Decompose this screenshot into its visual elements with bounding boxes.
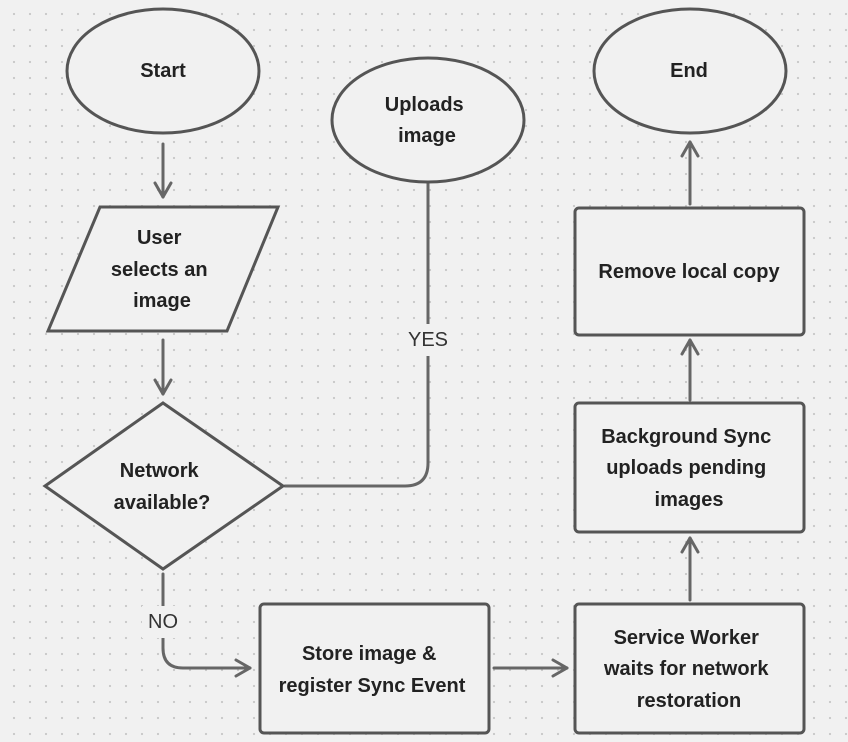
uploads-line-1: Uploads — [385, 94, 464, 116]
background-sync-line-2: uploads pending — [606, 457, 766, 479]
edge-label-yes: YES — [402, 324, 454, 356]
select-image-line-2: selects an — [111, 259, 208, 281]
service-worker-line-1: Service Worker — [614, 627, 759, 649]
node-network-decision: Network available? — [42, 401, 286, 571]
service-worker-line-2: waits for network — [603, 658, 769, 680]
node-uploads-image: Uploads image — [330, 56, 526, 184]
end-label: End — [670, 60, 708, 82]
store-image-text: Store image & register Sync Event — [279, 637, 466, 697]
decision-diamond — [42, 401, 286, 571]
node-start: Start — [65, 7, 261, 135]
node-remove-local-copy: Remove local copy — [573, 206, 806, 337]
decision-line-2: available? — [114, 492, 211, 514]
edges — [153, 140, 700, 678]
start-ellipse — [65, 7, 261, 135]
select-image-parallelogram — [45, 205, 281, 333]
no-label: NO — [148, 611, 178, 633]
service-worker-box — [573, 602, 806, 735]
service-worker-text: Service Worker waits for network restora… — [603, 621, 774, 712]
background-sync-line-3: images — [655, 489, 724, 511]
node-service-worker-wait: Service Worker waits for network restora… — [573, 602, 806, 735]
remove-local-copy-label: Remove local copy — [598, 261, 780, 283]
store-image-line-2: register Sync Event — [279, 675, 466, 697]
yes-label: YES — [408, 329, 448, 351]
node-background-sync: Background Sync uploads pending images — [573, 401, 806, 534]
service-worker-line-3: restoration — [637, 690, 741, 712]
background-sync-line-1: Background Sync — [601, 426, 771, 448]
select-image-text: User selects an image — [111, 221, 213, 312]
decision-text: Network available? — [114, 454, 211, 514]
uploads-line-2: image — [398, 125, 456, 147]
remove-local-copy-box — [573, 206, 806, 337]
background-sync-box — [573, 401, 806, 534]
node-select-image: User selects an image — [45, 205, 281, 333]
node-end: End — [592, 7, 788, 135]
edge-decision-yes-to-uploads — [283, 161, 438, 488]
node-store-image: Store image & register Sync Event — [258, 602, 491, 735]
end-ellipse — [592, 7, 788, 135]
start-label: Start — [140, 60, 186, 82]
background-sync-text: Background Sync uploads pending images — [601, 420, 777, 511]
edge-label-no: NO — [142, 606, 184, 638]
decision-line-1: Network — [120, 460, 200, 482]
uploads-ellipse — [330, 56, 526, 184]
uploads-text: Uploads image — [385, 88, 469, 147]
select-image-line-1: User — [137, 227, 182, 249]
select-image-line-3: image — [133, 290, 191, 312]
store-image-box — [258, 602, 491, 735]
edge-decision-no-to-store — [161, 572, 252, 678]
store-image-line-1: Store image & — [302, 643, 436, 665]
